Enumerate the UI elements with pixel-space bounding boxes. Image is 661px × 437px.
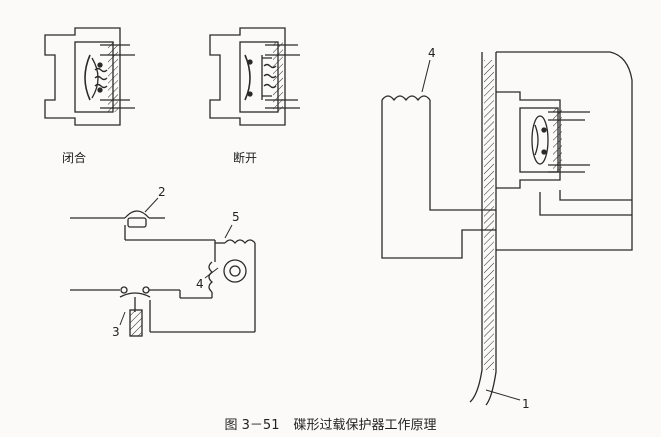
open-state-drawing	[209, 27, 300, 126]
installed-protector	[381, 51, 633, 406]
figure-number: 图 3－51	[224, 418, 280, 433]
callout-4-right: 4	[428, 46, 436, 60]
callout-3: 3	[112, 325, 120, 339]
closed-state-label: 闭合	[62, 151, 87, 165]
callout-1: 1	[522, 397, 530, 411]
open-state-label: 断开	[233, 151, 258, 165]
callout-2: 2	[158, 185, 166, 199]
callout-5: 5	[232, 210, 240, 224]
figure-title: 碟形过载保护器工作原理	[293, 418, 437, 433]
circuit-schematic	[70, 197, 256, 337]
callout-4-left: 4	[196, 277, 204, 291]
closed-state-drawing	[44, 27, 135, 126]
figure-caption: 图 3－51 碟形过载保护器工作原理	[0, 414, 661, 433]
